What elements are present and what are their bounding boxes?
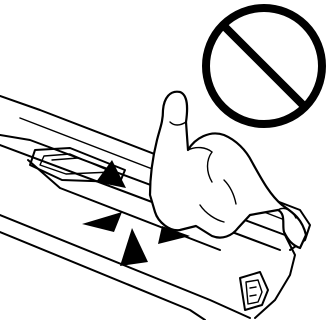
prohibition-sign-icon — [206, 8, 322, 124]
arrow-down — [120, 228, 148, 266]
device-end-latch — [240, 272, 268, 310]
arrow-left — [82, 212, 122, 232]
